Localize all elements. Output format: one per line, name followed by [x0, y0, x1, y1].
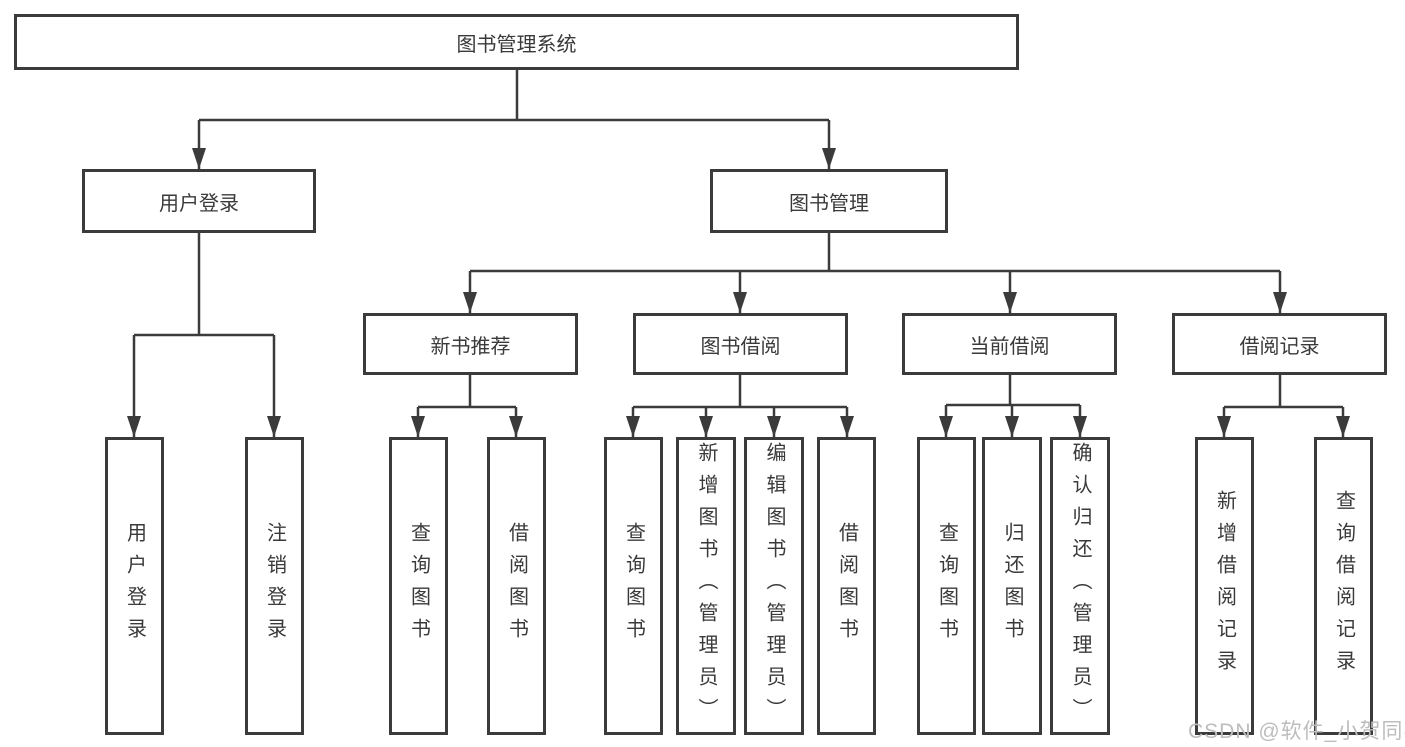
leaf-logout-label: 注销登录 — [263, 522, 286, 650]
node-user-login-label: 用户登录 — [159, 192, 239, 215]
leaf-nbr-borrow-book: 借阅图书 — [487, 437, 546, 735]
csdn-watermark: CSDN @软件_小贺同学 — [1188, 720, 1405, 743]
leaf-cb-query-book: 查询图书 — [917, 437, 976, 735]
leaf-bb-borrow-book: 借阅图书 — [817, 437, 876, 735]
leaf-cb-return-book-label: 归还图书 — [1001, 522, 1023, 650]
leaf-cb-query-book-label: 查询图书 — [935, 522, 958, 650]
leaf-br-add-record: 新增借阅记录 — [1195, 437, 1254, 735]
leaf-bb-query-book: 查询图书 — [604, 437, 663, 735]
leaf-br-add-record-label: 新增借阅记录 — [1213, 490, 1236, 682]
node-current-borrowing: 当前借阅 — [902, 313, 1117, 375]
leaf-bb-add-book-label: 新增图书（管理员） — [695, 442, 717, 730]
leaf-nbr-borrow-book-label: 借阅图书 — [505, 522, 528, 650]
leaf-bb-add-book: 新增图书（管理员） — [676, 437, 736, 735]
node-book-management: 图书管理 — [710, 169, 948, 233]
node-new-book-recommend: 新书推荐 — [363, 313, 578, 375]
node-borrowing-records-label: 借阅记录 — [1239, 335, 1320, 358]
node-book-borrowing: 图书借阅 — [633, 313, 848, 375]
leaf-cb-confirm-return-label: 确认归还（管理员） — [1069, 442, 1091, 730]
node-book-borrowing-label: 图书借阅 — [700, 335, 781, 358]
node-book-management-label: 图书管理 — [789, 192, 869, 215]
node-current-borrowing-label: 当前借阅 — [969, 335, 1050, 358]
leaf-bb-borrow-book-label: 借阅图书 — [835, 522, 858, 650]
leaf-cb-confirm-return: 确认归还（管理员） — [1050, 437, 1110, 735]
node-borrowing-records: 借阅记录 — [1172, 313, 1387, 375]
node-user-login: 用户登录 — [82, 169, 316, 233]
leaf-bb-edit-book: 编辑图书（管理员） — [744, 437, 804, 735]
leaf-nbr-query-book: 查询图书 — [389, 437, 448, 735]
node-new-book-recommend-label: 新书推荐 — [430, 335, 511, 358]
arrowheads — [127, 148, 1350, 437]
node-root: 图书管理系统 — [14, 14, 1019, 70]
leaf-nbr-query-book-label: 查询图书 — [407, 522, 430, 650]
leaf-user-login: 用户登录 — [105, 437, 164, 735]
leaf-bb-edit-book-label: 编辑图书（管理员） — [763, 442, 785, 730]
leaf-br-query-record: 查询借阅记录 — [1314, 437, 1373, 735]
leaf-logout: 注销登录 — [245, 437, 304, 735]
leaf-br-query-record-label: 查询借阅记录 — [1332, 490, 1355, 682]
node-root-label: 图书管理系统 — [456, 33, 577, 56]
leaf-user-login-label: 用户登录 — [123, 522, 146, 650]
leaf-bb-query-book-label: 查询图书 — [622, 522, 645, 650]
leaf-cb-return-book: 归还图书 — [982, 437, 1042, 735]
